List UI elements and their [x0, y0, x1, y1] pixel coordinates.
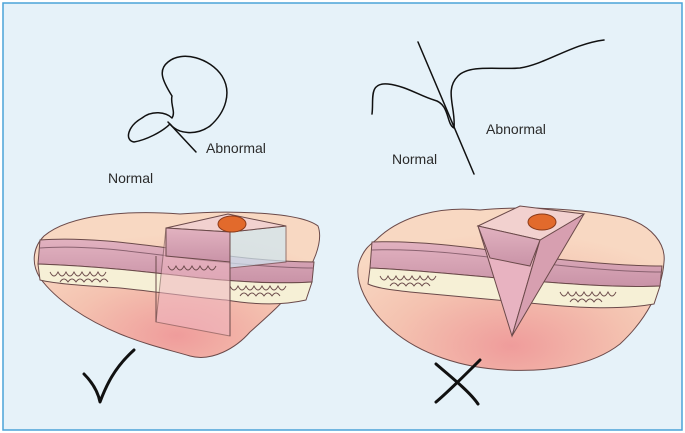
label-normal-left: Normal — [108, 170, 153, 186]
label-abnormal-right: Abnormal — [486, 121, 546, 137]
block-layers — [166, 228, 230, 262]
label-normal-right: Normal — [392, 151, 437, 167]
lesion — [218, 216, 246, 232]
block-side-face — [230, 226, 286, 268]
lesion — [528, 214, 556, 230]
label-abnormal-left: Abnormal — [206, 140, 266, 156]
